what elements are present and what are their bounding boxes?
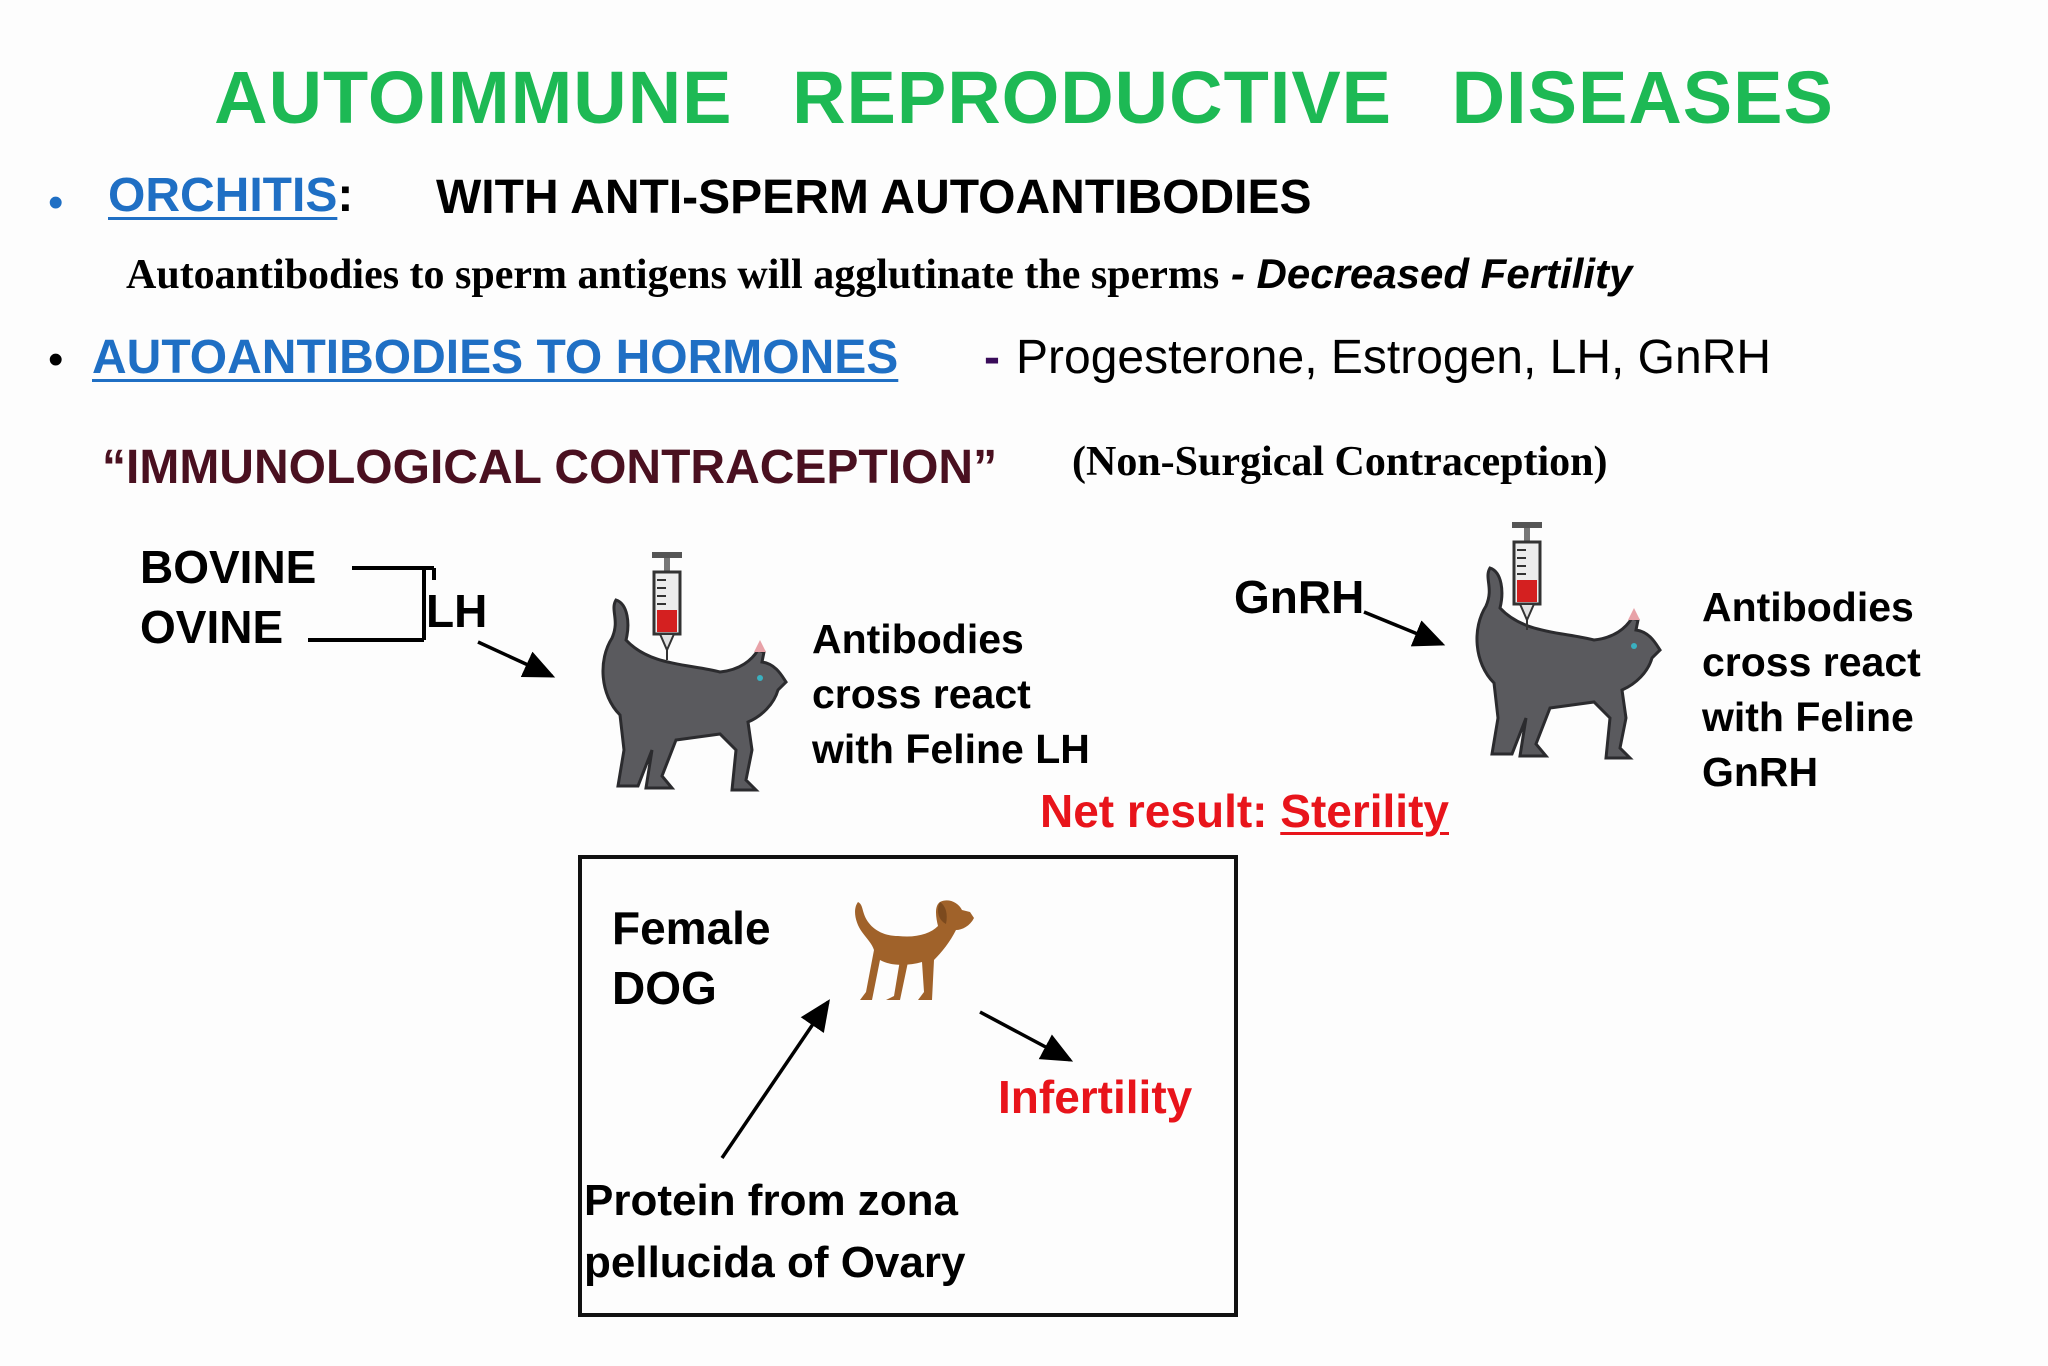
lh-bracket bbox=[308, 566, 436, 642]
net-result-value: Sterility bbox=[1280, 785, 1449, 837]
net-result: Net result: Sterility bbox=[1040, 784, 1449, 838]
orchitis-colon: : bbox=[337, 169, 354, 222]
bullet-marker-2: • bbox=[48, 335, 64, 384]
orchitis-text: WITH ANTI-SPERM AUTOANTIBODIES bbox=[436, 171, 1312, 224]
gnrh-result-line-4: GnRH bbox=[1702, 749, 1819, 795]
hormones-line: AUTOANTIBODIES TO HORMONES bbox=[92, 330, 898, 385]
gnrh-result-line-2: cross react bbox=[1702, 639, 1921, 685]
gnrh-result-line-1: Antibodies bbox=[1702, 584, 1914, 630]
dog-source-line-2: pellucida of Ovary bbox=[584, 1238, 966, 1287]
dog-subject-line-2: DOG bbox=[612, 962, 717, 1014]
dog-subject: Female DOG bbox=[612, 898, 771, 1018]
hormones-link[interactable]: AUTOANTIBODIES TO HORMONES bbox=[92, 331, 899, 384]
orchitis-detail-suffix: - Decreased Fertility bbox=[1230, 250, 1633, 297]
dog-subject-line-1: Female bbox=[612, 902, 771, 954]
hormone-gnrh: GnRH bbox=[1234, 571, 1365, 623]
syringe-icon-2 bbox=[1512, 522, 1542, 630]
lh-arrow bbox=[477, 640, 556, 678]
gnrh-result-line-3: with Feline bbox=[1702, 694, 1914, 740]
hormones-text: Progesterone, Estrogen, LH, GnRH bbox=[1016, 331, 1772, 384]
source-bovine: BOVINE bbox=[140, 541, 317, 593]
cat-icon-2 bbox=[1475, 566, 1662, 760]
syringe-icon bbox=[652, 552, 682, 660]
gnrh-result-text: Antibodies cross react with Feline GnRH bbox=[1702, 580, 1921, 800]
bullet-marker: • bbox=[48, 178, 64, 227]
lh-result-line-1: Antibodies bbox=[812, 616, 1024, 662]
net-result-prefix: Net result: bbox=[1040, 785, 1281, 837]
contraception-subheading: (Non-Surgical Contraception) bbox=[1072, 439, 1608, 485]
dog-source-line-1: Protein from zona bbox=[584, 1176, 959, 1225]
cat-icon bbox=[601, 598, 788, 792]
dog-source: Protein from zona pellucida of Ovary bbox=[584, 1170, 965, 1294]
orchitis-detail-line: Autoantibodies to sperm antigens will ag… bbox=[126, 250, 1632, 299]
orchitis-detail: Autoantibodies to sperm antigens will ag… bbox=[126, 252, 1220, 298]
lh-result-line-3: with Feline LH bbox=[812, 726, 1090, 772]
hormones-dash: - bbox=[984, 331, 1000, 384]
page-title: AUTOIMMUNE REPRODUCTIVE DISEASES bbox=[214, 56, 1834, 139]
lh-result-line-2: cross react bbox=[812, 671, 1031, 717]
orchitis-link[interactable]: ORCHITIS bbox=[108, 169, 338, 222]
orchitis-line: ORCHITIS: bbox=[108, 168, 353, 223]
dog-outcome: Infertility bbox=[998, 1071, 1193, 1123]
hormone-lh: LH bbox=[426, 585, 488, 637]
lh-result-text: Antibodies cross react with Feline LH bbox=[812, 612, 1090, 777]
gnrh-arrow bbox=[1363, 610, 1446, 647]
source-ovine: OVINE bbox=[140, 601, 284, 653]
contraception-heading: “IMMUNOLOGICAL CONTRACEPTION” bbox=[102, 441, 998, 494]
